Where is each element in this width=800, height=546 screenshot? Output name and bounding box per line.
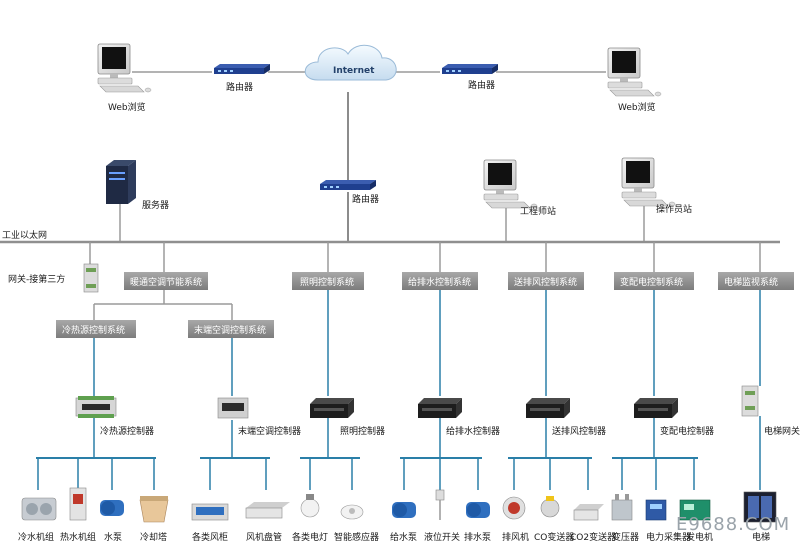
device-label-ahu: 各类风柜 — [192, 531, 228, 543]
system-label-lighting: 照明控制系统 — [300, 276, 354, 288]
device-label-elevator: 电梯 — [752, 531, 770, 543]
elevator-icon — [743, 491, 777, 523]
controller-cold-icon — [75, 395, 117, 419]
device-drops — [37, 458, 695, 490]
system-label-elevator: 电梯监视系统 — [724, 276, 778, 288]
server-label: 服务器 — [142, 199, 169, 211]
system-box-vent: 送排风控制系统 — [508, 272, 584, 290]
transformer-icon — [611, 494, 633, 521]
watermark-text: E9688.COM — [676, 514, 790, 535]
subsystem-label-cold: 冷热源控制系统 — [62, 324, 125, 336]
router-mid-icon — [320, 180, 376, 190]
controller-label-lighting: 照明控制器 — [340, 425, 385, 437]
device-label-generator: 发电机 — [686, 531, 713, 543]
device-label-transformer: 变压器 — [612, 531, 639, 543]
device-label-co2: CO2变送器 — [570, 531, 616, 543]
engineer-station-label: 工程师站 — [520, 205, 556, 217]
controller-label-power: 变配电控制器 — [660, 425, 714, 437]
system-box-lighting: 照明控制系统 — [292, 272, 364, 290]
device-label-chiller: 冷水机组 — [18, 531, 54, 543]
device-label-fan: 排风机 — [502, 531, 529, 543]
operator-station-computer-icon — [621, 157, 676, 207]
web-left-label: Web浏览 — [108, 101, 146, 113]
device-label-supply-pump: 给水泵 — [390, 531, 417, 543]
device-label-tower: 冷却塔 — [140, 531, 167, 543]
controller-vent-icon — [526, 398, 570, 418]
co2-transmitter-icon — [573, 504, 604, 521]
router-left-icon — [214, 64, 270, 74]
gateway-third-party-label: 网关-接第三方 — [8, 273, 65, 285]
system-label-power: 变配电控制系统 — [620, 276, 683, 288]
chiller-icon — [21, 497, 57, 521]
internet-label: Internet — [333, 66, 375, 76]
subsystem-label-terminal: 末端空调控制系统 — [194, 324, 266, 336]
smart-sensor-icon — [340, 504, 364, 520]
system-box-water: 给排水控制系统 — [402, 272, 478, 290]
controller-water-icon — [418, 398, 462, 418]
web-right-label: Web浏览 — [618, 101, 656, 113]
system-box-hvac: 暖通空调节能系统 — [124, 272, 208, 290]
system-label-water: 给排水控制系统 — [408, 276, 471, 288]
cooling-tower-icon — [139, 496, 169, 523]
power-collector-icon — [645, 499, 667, 521]
system-label-vent: 送排风控制系统 — [514, 276, 577, 288]
device-label-lamp: 各类电灯 — [292, 531, 328, 543]
device-label-drain-pump: 排水泵 — [464, 531, 491, 543]
subsystem-box-cold: 冷热源控制系统 — [56, 320, 136, 338]
internet-cloud-icon — [304, 44, 397, 81]
exhaust-fan-icon — [502, 496, 526, 520]
web-left-computer-icon — [97, 43, 152, 93]
router-right-icon — [442, 64, 498, 74]
operator-station-label: 操作员站 — [656, 203, 692, 215]
drain-pump-icon — [466, 502, 490, 518]
controller-label-water: 给排水控制器 — [446, 425, 500, 437]
device-label-sensor: 智能感应器 — [334, 531, 379, 543]
industrial-ethernet-label: 工业以太网 — [2, 229, 47, 241]
elevator-gateway-icon — [741, 385, 759, 417]
controller-power-icon — [634, 398, 678, 418]
device-label-meter: 电力采集器 — [646, 531, 691, 543]
controller-label-terminal: 末端空调控制器 — [238, 425, 301, 437]
device-label-fcu: 风机盘管 — [246, 531, 282, 543]
generator-icon — [679, 499, 711, 521]
controller-terminal-icon — [217, 397, 249, 419]
controller-label-vent: 送排风控制器 — [552, 425, 606, 437]
controller-label-cold: 冷热源控制器 — [100, 425, 154, 437]
gateway-third-party-icon — [83, 263, 99, 293]
controller-lighting-icon — [310, 398, 354, 418]
system-box-power: 变配电控制系统 — [614, 272, 694, 290]
supply-pump-icon — [392, 502, 416, 518]
device-label-pump1: 水泵 — [104, 531, 122, 543]
device-label-heater: 热水机组 — [60, 531, 96, 543]
air-handler-icon — [191, 503, 229, 521]
subsystem-box-terminal: 末端空调控制系统 — [188, 320, 274, 338]
device-label-co: CO变送器 — [534, 531, 574, 543]
router-right-label: 路由器 — [468, 79, 495, 91]
engineer-station-computer-icon — [483, 159, 538, 209]
water-heater-icon — [69, 487, 87, 521]
system-box-elevator: 电梯监视系统 — [718, 272, 794, 290]
router-left-label: 路由器 — [226, 81, 253, 93]
system-label-hvac: 暖通空调节能系统 — [130, 276, 202, 288]
web-right-computer-icon — [607, 47, 662, 97]
server-icon — [106, 160, 136, 204]
device-label-level: 液位开关 — [424, 531, 460, 543]
router-mid-label: 路由器 — [352, 193, 379, 205]
lamp-icon — [300, 494, 320, 518]
co-transmitter-icon — [540, 496, 560, 518]
pump-icon — [100, 500, 124, 516]
controller-label-elevator: 电梯网关 — [764, 425, 800, 437]
level-switch-icon — [435, 489, 445, 520]
fan-coil-icon — [245, 502, 290, 519]
